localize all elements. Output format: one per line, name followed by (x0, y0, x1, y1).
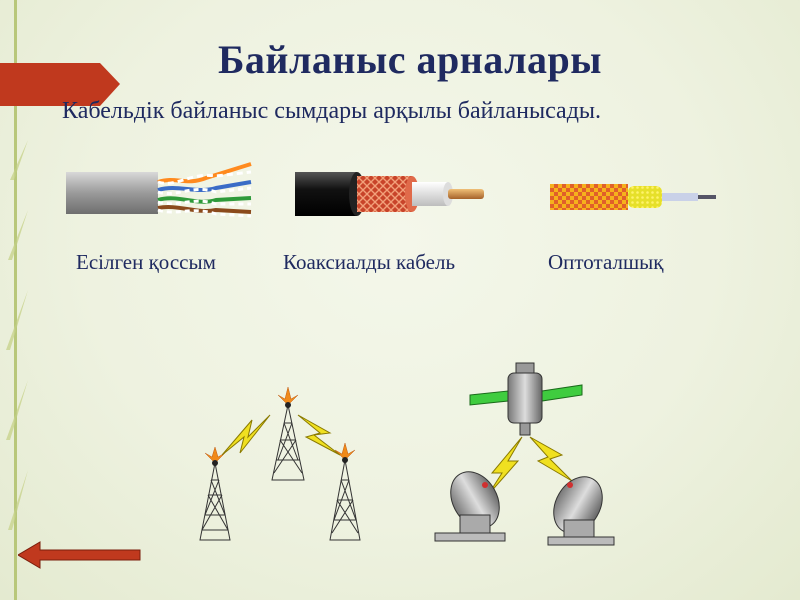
fiber-optic-cable-icon (550, 184, 716, 210)
back-button[interactable] (18, 540, 142, 570)
satellite-dishes-illustration (434, 362, 615, 546)
twisted-pair-cable-icon (66, 162, 252, 218)
coaxial-cable-icon (295, 172, 484, 216)
twisted-pair-label: Есілген қоссым (76, 250, 216, 274)
title-accent-tab (0, 63, 120, 106)
slide-title: Байланыс арналары (217, 37, 603, 82)
slide-subtitle: Кабельдік байланыс сымдары арқылы байлан… (62, 98, 602, 124)
coaxial-cable-label: Коаксиалды кабель (283, 250, 456, 274)
fiber-optic-label: Оптоталшық (548, 250, 664, 274)
radio-towers-illustration (199, 386, 361, 541)
decorative-arrows (6, 120, 28, 600)
left-arrow-icon (18, 541, 141, 569)
